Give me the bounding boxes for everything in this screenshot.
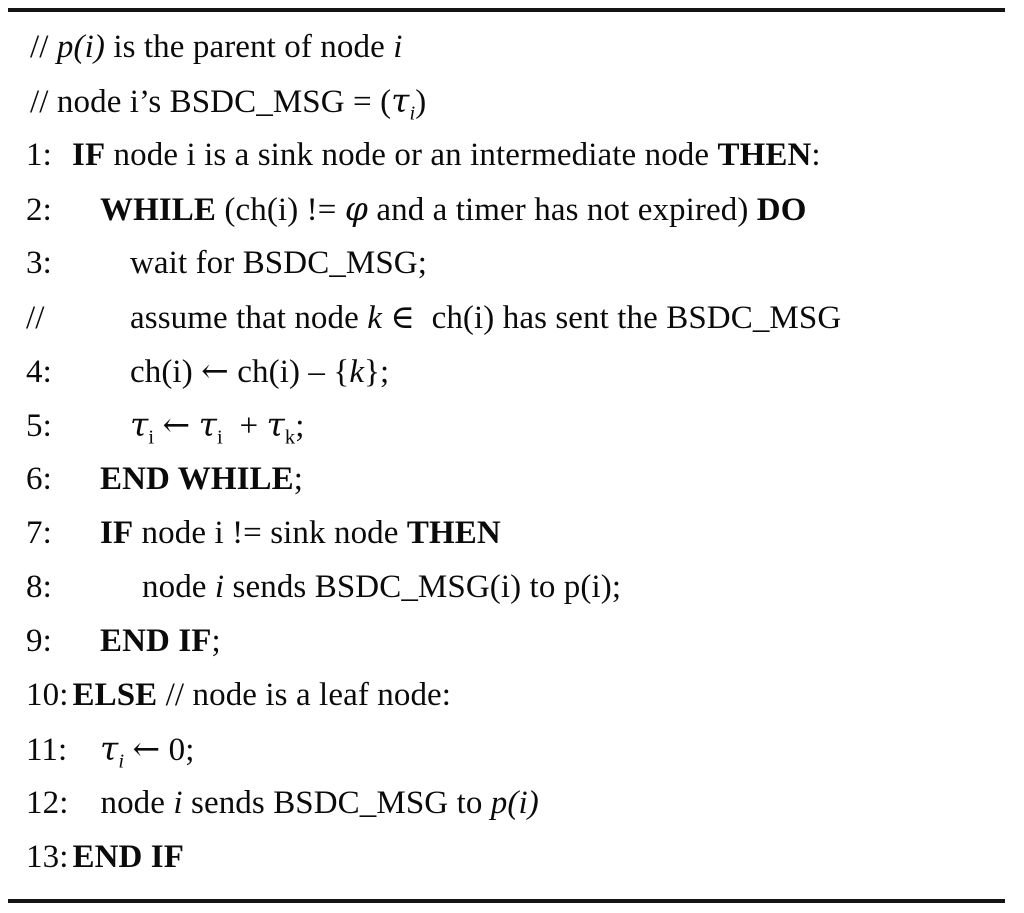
line-number-6: 6: <box>26 461 52 497</box>
code-line-text: END WHILE; <box>100 461 304 497</box>
code-line-11: 11: τi ← 0; <box>0 722 1024 776</box>
line-number-7: 7: <box>26 515 52 551</box>
code-line-4: 4: ch(i) ← ch(i) – {k}; <box>0 344 1024 398</box>
code-line-text: assume that node k ∈ ch(i) has sent the … <box>130 297 842 336</box>
top-rule <box>8 8 1005 12</box>
line-number-9: 9: <box>26 623 52 659</box>
code-line-comment-msg: // node i’s BSDC_MSG = (τi) <box>0 74 1024 128</box>
line-number-11: 11: <box>26 732 68 768</box>
code-line-text: END IF; <box>100 623 221 659</box>
code-line-7: 7: IF node i != sink node THEN <box>0 506 1024 560</box>
line-number-4: 4: <box>26 354 52 390</box>
line-number-3: 3: <box>26 245 52 281</box>
code-line-13: 13:END IF <box>0 830 1024 884</box>
code-line-text: // node i’s BSDC_MSG = (τi) <box>30 81 427 125</box>
code-line-2: 2: WHILE (ch(i) != φ and a timer has not … <box>0 182 1024 236</box>
code-line-6: 6: END WHILE; <box>0 452 1024 506</box>
code-line-text: τi ← τi + τk; <box>130 405 305 449</box>
code-line-comment-parent: // p(i) is the parent of node i <box>0 20 1024 74</box>
code-line-12: 12: node i sends BSDC_MSG to p(i) <box>0 776 1024 830</box>
code-line-10: 10:ELSE // node is a leaf node: <box>0 668 1024 722</box>
line-number-12: 12: <box>26 785 69 821</box>
code-line-8: 8: node i sends BSDC_MSG(i) to p(i); <box>0 560 1024 614</box>
line-number-comment: // <box>26 300 45 336</box>
code-line-text: wait for BSDC_MSG; <box>130 245 427 281</box>
code-line-text: // p(i) is the parent of node i <box>30 29 403 65</box>
code-line-3: 3: wait for BSDC_MSG; <box>0 236 1024 290</box>
code-line-text: IF node i is a sink node or an intermedi… <box>72 137 821 173</box>
code-line-text: node i sends BSDC_MSG(i) to p(i); <box>142 569 622 605</box>
code-line-text: τi ← 0; <box>100 729 195 773</box>
code-line-1: 1: IF node i is a sink node or an interme… <box>0 128 1024 182</box>
line-number-10: 10: <box>26 677 69 713</box>
code-line-text: END IF <box>72 839 184 875</box>
line-number-8: 8: <box>26 569 52 605</box>
line-number-13: 13: <box>26 839 69 875</box>
bottom-rule <box>8 899 1005 903</box>
line-number-5: 5: <box>26 408 52 444</box>
code-line-text: WHILE (ch(i) != φ and a timer has not ex… <box>100 189 807 228</box>
pseudocode-body: // p(i) is the parent of node i // node … <box>0 20 1024 884</box>
code-line-text: node i sends BSDC_MSG to p(i) <box>100 785 539 821</box>
line-number-2: 2: <box>26 192 52 228</box>
code-line-9: 9: END IF; <box>0 614 1024 668</box>
line-number-1: 1: <box>26 137 52 173</box>
code-line-text: ELSE // node is a leaf node: <box>72 677 452 713</box>
code-line-5: 5: τi ← τi + τk; <box>0 398 1024 452</box>
code-line-text: ch(i) ← ch(i) – {k}; <box>130 351 390 390</box>
code-line-comment-assume: // assume that node k ∈ ch(i) has sent th… <box>0 290 1024 344</box>
code-line-text: IF node i != sink node THEN <box>100 515 501 551</box>
